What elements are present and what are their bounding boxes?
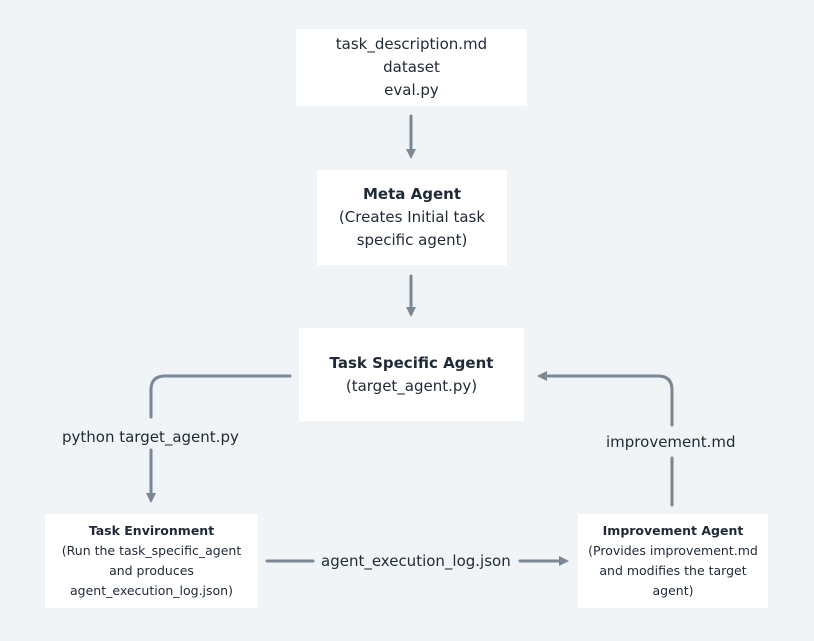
task-environment-node: Task Environment (Run the task_specific_… [45, 514, 258, 608]
meta-agent-line-1: (Creates Initial task [338, 208, 486, 226]
inputs-line-task-description: task_description.md [335, 35, 488, 53]
task-agent-title: Task Specific Agent [329, 353, 494, 372]
task-environment-line-1: (Run the task_specific_agent [61, 543, 242, 558]
meta-agent-node: Meta Agent (Creates Initial task specifi… [317, 170, 507, 265]
meta-agent-line-2: specific agent) [356, 231, 468, 249]
task-agent-line-1: (target_agent.py) [345, 376, 478, 395]
task-environment-line-3: agent_execution_log.json) [70, 583, 233, 598]
inputs-node: task_description.md dataset eval.py [296, 29, 527, 106]
improvement-agent-line-2: and modifies the target [599, 563, 747, 578]
edge-label-python: python target_agent.py [59, 427, 242, 447]
task-environment-title: Task Environment [88, 523, 215, 538]
edge-label-execution-log: agent_execution_log.json [318, 551, 514, 571]
task-specific-agent-node: Task Specific Agent (target_agent.py) [299, 328, 524, 421]
improvement-agent-node: Improvement Agent (Provides improvement.… [578, 514, 768, 608]
arrow-task-to-environment [149, 374, 292, 419]
inputs-line-eval: eval.py [384, 81, 439, 99]
improvement-agent-line-3: agent) [652, 583, 694, 598]
inputs-line-dataset: dataset [383, 58, 440, 76]
task-environment-line-2: and produces [109, 563, 194, 578]
improvement-agent-title: Improvement Agent [602, 523, 744, 538]
arrow-improvement-to-task [537, 371, 674, 427]
meta-agent-title: Meta Agent [363, 185, 461, 203]
improvement-agent-line-1: (Provides improvement.md [588, 543, 758, 558]
edge-label-improvement: improvement.md [603, 432, 739, 452]
